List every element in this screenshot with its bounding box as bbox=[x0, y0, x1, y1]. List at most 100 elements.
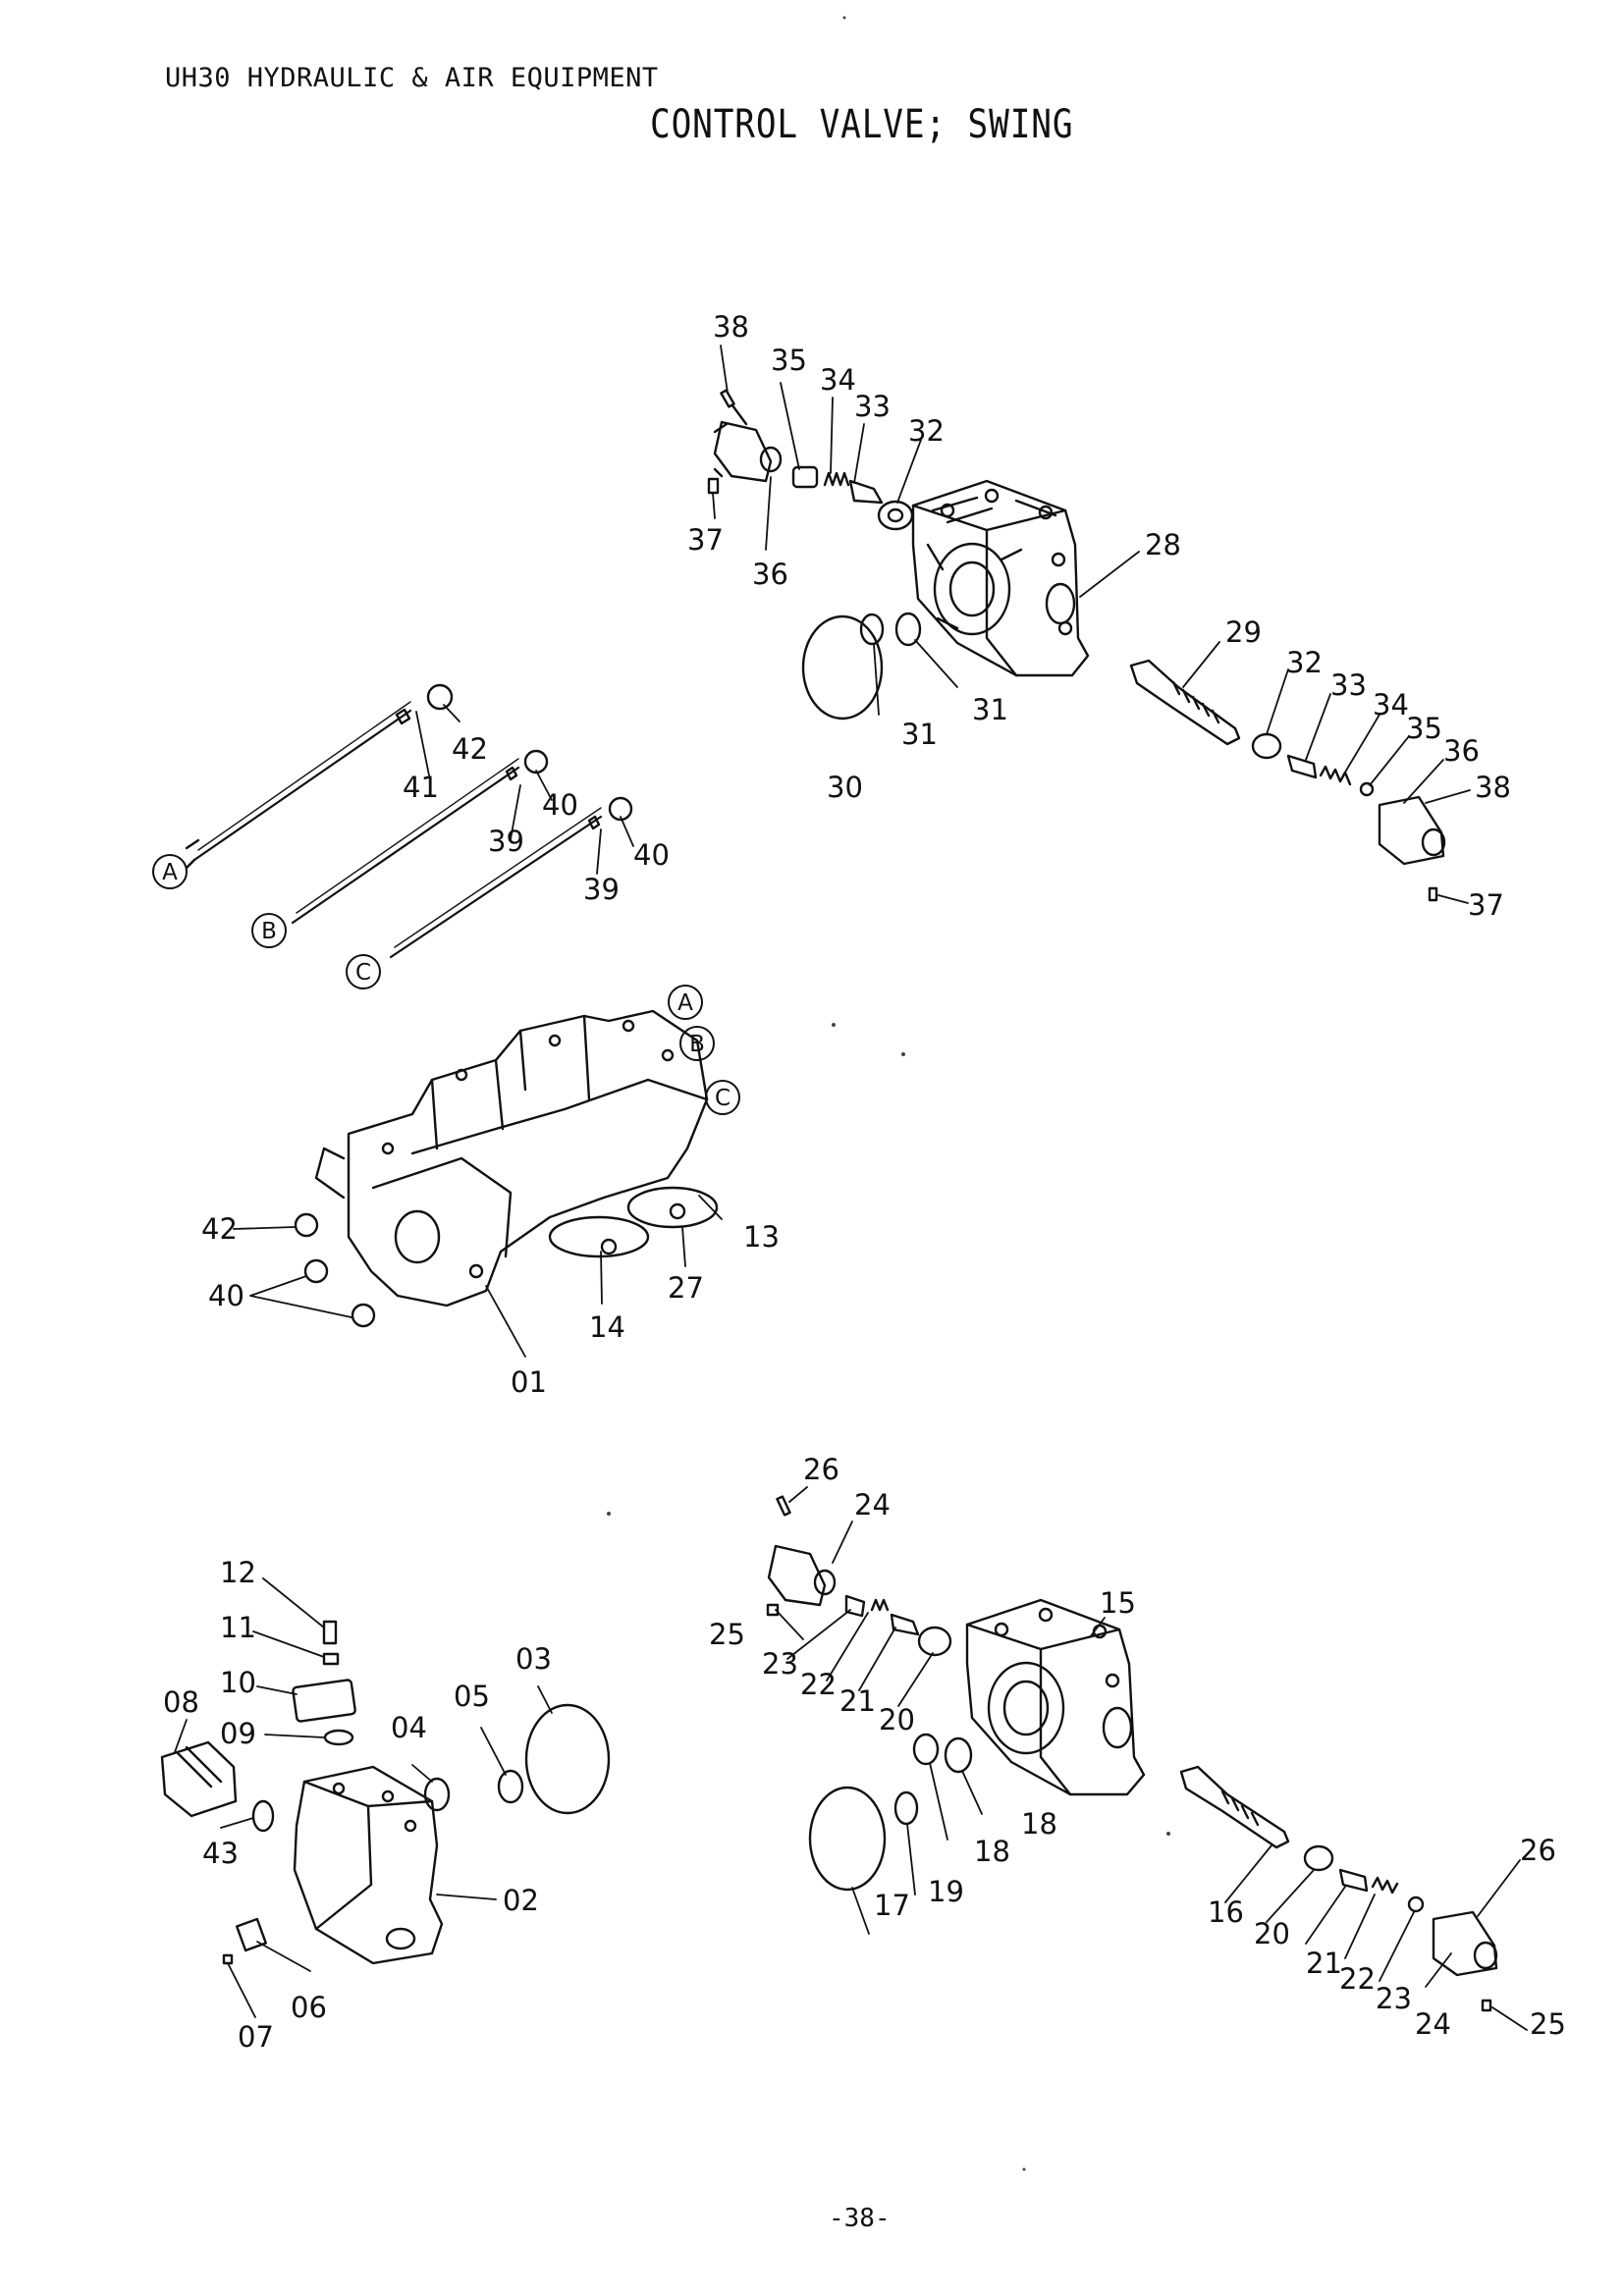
page-title: CONTROL VALVE; SWING bbox=[650, 102, 1074, 147]
callout-42: 42 bbox=[201, 1212, 238, 1246]
callout-11: 11 bbox=[220, 1611, 256, 1644]
valve-section-15-body bbox=[965, 1598, 1146, 1796]
plug-25-left bbox=[766, 1603, 780, 1617]
spring-seat-35-upper bbox=[791, 465, 819, 489]
valve-section-28-body bbox=[911, 479, 1090, 677]
callout-28: 28 bbox=[1145, 528, 1181, 561]
cap-20-left bbox=[917, 1626, 952, 1657]
callout-17: 17 bbox=[874, 1889, 910, 1922]
ref-circle-a-right bbox=[668, 985, 703, 1020]
callout-32: 32 bbox=[908, 414, 945, 448]
callout-labels: 38 35 34 33 32 37 36 28 29 32 33 34 35 3… bbox=[163, 310, 1566, 2054]
callout-10: 10 bbox=[220, 1666, 256, 1699]
inlet-body-02 bbox=[293, 1765, 444, 1965]
callout-04: 04 bbox=[391, 1711, 427, 1744]
screw-26-left bbox=[776, 1495, 791, 1517]
solenoid-cap-36-upper-left bbox=[713, 420, 773, 483]
spool-29 bbox=[1129, 659, 1241, 746]
spring-seat-35-upper-right bbox=[1359, 781, 1375, 797]
callout-35: 35 bbox=[1406, 712, 1442, 745]
callout-34: 34 bbox=[820, 363, 856, 397]
spring-seat-23-left bbox=[844, 1594, 866, 1618]
callout-34: 34 bbox=[1373, 688, 1409, 721]
spool-end-21-right bbox=[1338, 1868, 1369, 1893]
nut-40-assembled-b bbox=[351, 1303, 376, 1328]
plug-25-right bbox=[1481, 1999, 1492, 2012]
callout-12: 12 bbox=[220, 1556, 256, 1589]
callout-07: 07 bbox=[238, 2020, 274, 2054]
callout-13: 13 bbox=[743, 1220, 780, 1254]
callout-37: 37 bbox=[687, 523, 724, 557]
tie-rod-41 bbox=[192, 709, 412, 862]
ref-circle-c-left bbox=[346, 954, 381, 989]
callout-32: 32 bbox=[1286, 646, 1323, 679]
ref-circle-c-right bbox=[705, 1080, 740, 1115]
callout-33: 33 bbox=[1330, 668, 1367, 702]
reference-letters: A B C A B C bbox=[162, 860, 730, 1111]
callout-06: 06 bbox=[291, 1991, 327, 2024]
plug-37-upper-left bbox=[707, 477, 720, 495]
ref-letter-c-right: C bbox=[715, 1086, 730, 1111]
callout-16: 16 bbox=[1208, 1896, 1244, 1929]
callout-03: 03 bbox=[515, 1642, 552, 1676]
callout-38: 38 bbox=[713, 310, 749, 344]
callout-41: 41 bbox=[403, 771, 439, 804]
o-ring-18-b bbox=[944, 1736, 973, 1774]
callout-22: 22 bbox=[1339, 1962, 1376, 1996]
assembled-control-valve-01 bbox=[294, 1009, 719, 1328]
spring-34-upper bbox=[823, 471, 850, 487]
callout-40: 40 bbox=[208, 1279, 244, 1312]
callout-09: 09 bbox=[220, 1717, 256, 1750]
o-ring-31-upper-a bbox=[859, 613, 885, 646]
nut-40-upper bbox=[523, 749, 549, 774]
reference-markers bbox=[152, 854, 740, 1115]
cap-20-right bbox=[1303, 1844, 1334, 1872]
cap-32-upper-right bbox=[1251, 732, 1282, 760]
callout-38: 38 bbox=[1475, 771, 1511, 804]
callout-29: 29 bbox=[1225, 615, 1262, 649]
callout-27: 27 bbox=[668, 1271, 704, 1305]
callout-23: 23 bbox=[1376, 1982, 1412, 2015]
cover-10 bbox=[292, 1679, 356, 1723]
plug-11 bbox=[322, 1652, 340, 1666]
o-ring-18-a bbox=[912, 1733, 940, 1766]
section-28-exploded-view bbox=[707, 389, 1446, 902]
o-ring-05 bbox=[497, 1769, 524, 1804]
page-number: -38- bbox=[829, 2204, 891, 2233]
callout-19: 19 bbox=[928, 1875, 964, 1908]
screw-07 bbox=[222, 1953, 234, 1965]
callout-01: 01 bbox=[511, 1365, 547, 1399]
scan-specks bbox=[607, 16, 1170, 2171]
callout-08: 08 bbox=[163, 1685, 199, 1719]
callout-14: 14 bbox=[589, 1310, 625, 1344]
spring-34-upper-right bbox=[1319, 765, 1352, 786]
o-ring-04 bbox=[423, 1777, 451, 1812]
callout-23: 23 bbox=[762, 1647, 798, 1681]
ref-circle-b-left bbox=[251, 913, 287, 948]
inlet-section-02-exploded bbox=[160, 1620, 611, 1965]
ref-circle-a-left bbox=[152, 854, 188, 889]
ref-letter-c-left: C bbox=[355, 960, 371, 986]
o-ring-43 bbox=[251, 1799, 275, 1833]
o-ring-03 bbox=[524, 1703, 611, 1815]
spool-16 bbox=[1179, 1765, 1290, 1849]
callout-05: 05 bbox=[454, 1680, 490, 1713]
callout-21: 21 bbox=[839, 1684, 876, 1718]
catalog-section-header: UH30 HYDRAULIC & AIR EQUIPMENT bbox=[165, 63, 659, 93]
callout-33: 33 bbox=[854, 390, 891, 423]
plug-37-upper-right bbox=[1428, 886, 1438, 902]
section-15-exploded-view bbox=[766, 1495, 1498, 2012]
callout-26: 26 bbox=[1520, 1834, 1556, 1867]
callout-25: 25 bbox=[1530, 2007, 1566, 2041]
o-ring-19 bbox=[893, 1790, 919, 1826]
solenoid-cap-36-upper-right bbox=[1378, 795, 1445, 866]
callout-43: 43 bbox=[202, 1837, 239, 1870]
callout-24: 24 bbox=[854, 1488, 891, 1522]
callout-35: 35 bbox=[771, 344, 807, 377]
nut-42-assembled bbox=[294, 1212, 319, 1238]
callout-39: 39 bbox=[583, 873, 620, 906]
callout-leader-lines bbox=[174, 345, 1528, 2031]
solenoid-cap-24-left bbox=[767, 1544, 827, 1607]
spring-22-right bbox=[1371, 1876, 1399, 1895]
